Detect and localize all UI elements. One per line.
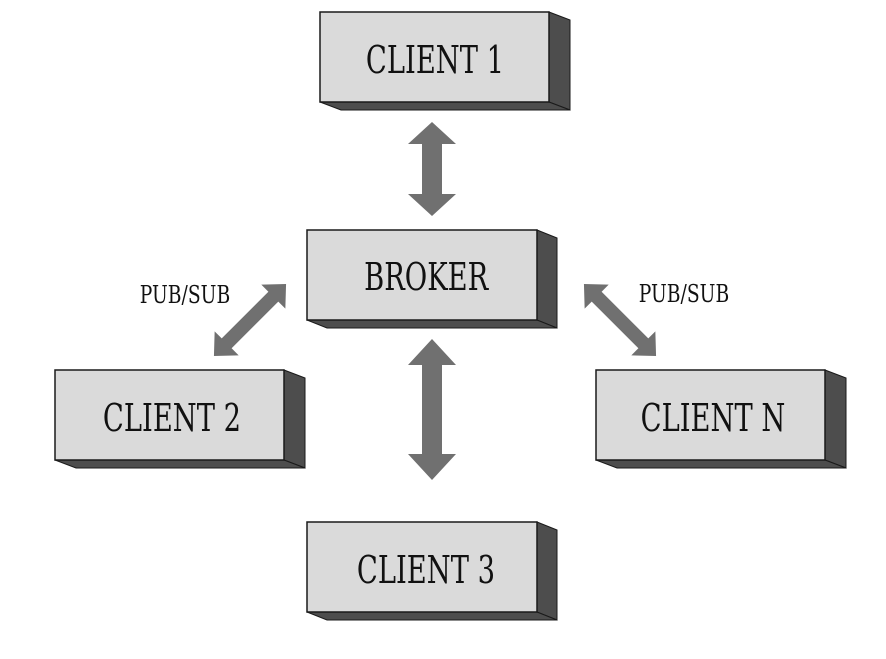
node-client-3-face — [306, 521, 538, 613]
node-client-n-side — [824, 369, 847, 469]
node-broker-bottom — [306, 319, 558, 329]
edge-label-left-pub-sub: PUB/SUB — [140, 282, 230, 310]
double-arrow-icon-broker-clientn — [583, 283, 657, 357]
node-client-n-label: CLIENT N — [641, 395, 786, 440]
node-client-3-label: CLIENT 3 — [357, 547, 495, 592]
node-client-2-bottom — [54, 459, 306, 469]
double-arrow-icon-broker-client3 — [408, 339, 456, 480]
double-arrow-icon-broker-client2 — [213, 283, 287, 357]
node-client-2: CLIENT 2 — [54, 369, 306, 469]
double-arrow-icon-client1-broker — [408, 122, 456, 216]
node-broker-side — [536, 229, 558, 329]
node-client-2-face — [54, 369, 285, 461]
node-broker-label: BROKER — [364, 254, 489, 299]
node-client-1-bottom — [319, 101, 571, 111]
node-client-n-bottom — [595, 459, 847, 469]
node-client-1-face — [319, 11, 550, 103]
node-client-2-side — [283, 369, 306, 469]
node-client-1-label: CLIENT 1 — [366, 37, 504, 82]
node-broker: BROKER — [306, 229, 558, 329]
node-client-3-side — [536, 521, 558, 621]
edge-label-right-pub-sub: PUB/SUB — [639, 281, 729, 309]
node-client-n-face — [595, 369, 826, 461]
node-client-1-side — [548, 11, 571, 111]
node-client-n: CLIENT N — [595, 369, 847, 469]
node-client-1: CLIENT 1 — [319, 11, 571, 111]
node-client-2-label: CLIENT 2 — [103, 395, 241, 440]
node-client-3: CLIENT 3 — [306, 521, 558, 621]
node-broker-face — [306, 229, 538, 321]
node-client-3-bottom — [306, 611, 558, 621]
